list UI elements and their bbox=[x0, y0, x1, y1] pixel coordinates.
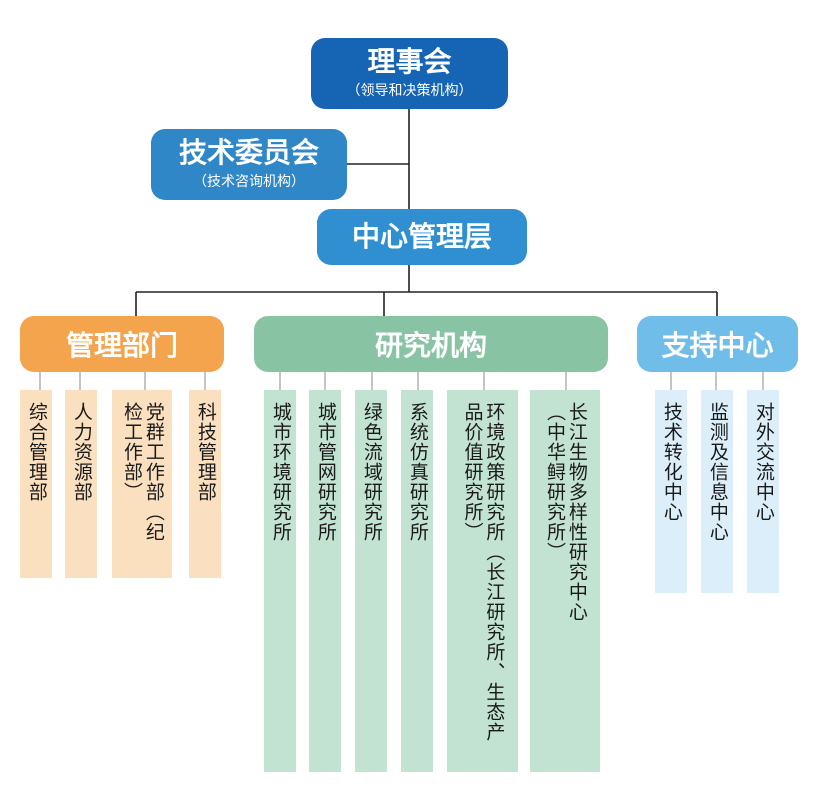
unit-box: 环境政策研究所（长江研究所、生态产品价值研究所） bbox=[447, 390, 518, 772]
category-support: 支持中心 bbox=[637, 316, 798, 372]
unit-box: 城市管网研究所 bbox=[309, 390, 341, 772]
tech-committee-subtitle: （技术咨询机构） bbox=[193, 174, 305, 191]
management-title: 中心管理层 bbox=[351, 219, 492, 253]
unit-box: 人力资源部 bbox=[65, 390, 97, 578]
unit-box: 科技管理部 bbox=[189, 390, 221, 578]
unit-label: 技术转化中心 bbox=[660, 402, 683, 522]
unit-label: 人力资源部 bbox=[70, 402, 93, 502]
unit-label: 党群工作部（纪检工作部） bbox=[121, 402, 165, 542]
management-node: 中心管理层 bbox=[317, 209, 527, 265]
unit-label: 长江生物多样性研究中心（中华鲟研究所） bbox=[544, 402, 588, 622]
tech-committee-node: 技术委员会 （技术咨询机构） bbox=[151, 129, 347, 200]
unit-label: 绿色流域研究所 bbox=[360, 402, 383, 542]
unit-box: 绿色流域研究所 bbox=[355, 390, 387, 772]
tech-committee-title: 技术委员会 bbox=[178, 135, 319, 169]
unit-label: 城市环境研究所 bbox=[269, 402, 292, 542]
category-management-dept: 管理部门 bbox=[20, 316, 224, 372]
unit-box: 城市环境研究所 bbox=[264, 390, 296, 772]
unit-label: 环境政策研究所（长江研究所、生态产品价值研究所） bbox=[461, 402, 506, 742]
board-title: 理事会 bbox=[367, 44, 452, 78]
unit-label: 系统仿真研究所 bbox=[406, 402, 429, 542]
board-subtitle: （领导和决策机构） bbox=[346, 83, 473, 100]
unit-box: 监测及信息中心 bbox=[701, 390, 733, 593]
unit-label: 综合管理部 bbox=[25, 402, 48, 502]
unit-box: 对外交流中心 bbox=[747, 390, 779, 593]
unit-box: 党群工作部（纪检工作部） bbox=[112, 390, 172, 578]
unit-label: 科技管理部 bbox=[194, 402, 217, 502]
unit-box: 综合管理部 bbox=[20, 390, 52, 578]
unit-label: 城市管网研究所 bbox=[314, 402, 337, 542]
category-research: 研究机构 bbox=[254, 316, 608, 372]
unit-label: 监测及信息中心 bbox=[706, 402, 729, 542]
unit-box: 技术转化中心 bbox=[655, 390, 687, 593]
unit-box: 长江生物多样性研究中心（中华鲟研究所） bbox=[530, 390, 600, 772]
board-node: 理事会 （领导和决策机构） bbox=[311, 38, 508, 109]
unit-box: 系统仿真研究所 bbox=[401, 390, 433, 772]
unit-label: 对外交流中心 bbox=[752, 402, 775, 522]
